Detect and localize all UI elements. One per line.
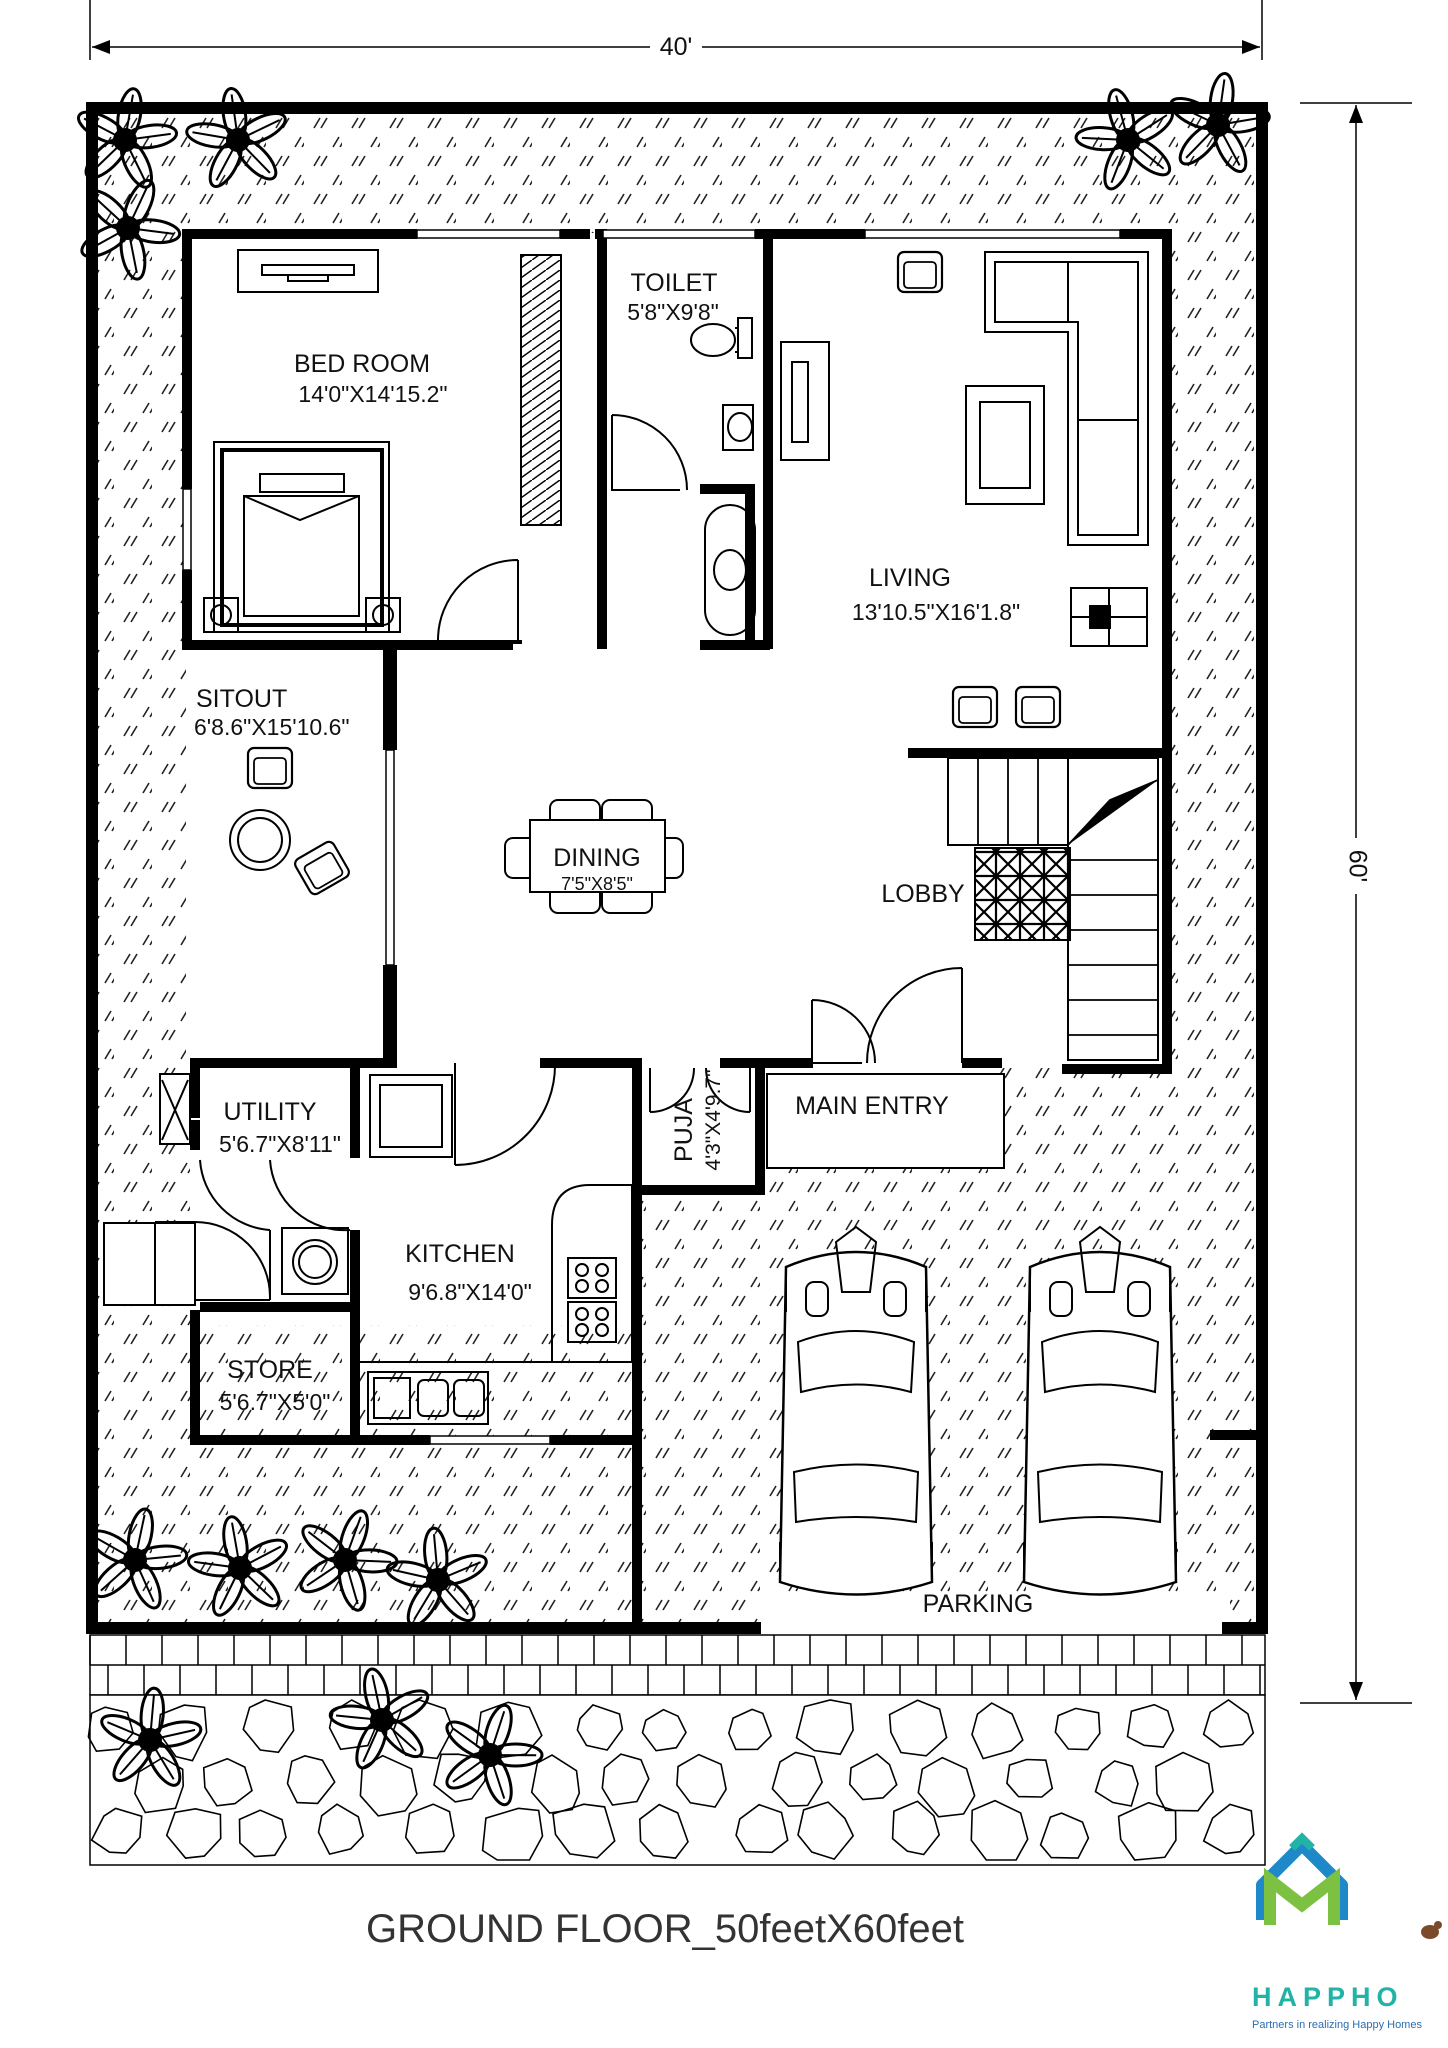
- garden-stone: [1039, 1812, 1090, 1859]
- kitchen-furniture: [281, 1074, 633, 1425]
- staircase: [947, 757, 1159, 1061]
- garden-stone: [641, 1708, 687, 1752]
- toilet-name: TOILET: [630, 269, 717, 297]
- garden-stone: [917, 1756, 976, 1818]
- garden-stone: [87, 1706, 135, 1753]
- garden-stone: [1202, 1699, 1255, 1748]
- house-floor: [186, 233, 1167, 1325]
- dining-name: DINING: [553, 844, 641, 872]
- garden-stone: [735, 1803, 789, 1854]
- garden-stone: [202, 1757, 253, 1807]
- garden-stone: [392, 1699, 454, 1760]
- garden-stone: [771, 1751, 823, 1808]
- main-entry-name: MAIN ENTRY: [795, 1092, 949, 1120]
- garden-stone: [676, 1753, 727, 1808]
- living-size: 13'10.5"X16'1.8": [852, 599, 1020, 625]
- garden-stone: [1094, 1760, 1139, 1807]
- garden-stone: [601, 1753, 650, 1806]
- pavers: [89, 1635, 1261, 1695]
- utility-name: UTILITY: [223, 1098, 316, 1126]
- garden-stone: [1117, 1801, 1177, 1861]
- toilet-fixtures: [690, 317, 756, 636]
- room-labels: BED ROOM 14'0"X14'15.2" TOILET 5'8"X9'8"…: [194, 269, 1033, 1618]
- garden-stone: [404, 1803, 455, 1854]
- width-label: 40': [660, 33, 693, 61]
- dining-size: 7'5"X8'5": [561, 874, 633, 894]
- dimension-height: [1300, 102, 1412, 1704]
- main-entry-steps: [766, 1073, 1005, 1169]
- garden-stone: [727, 1708, 773, 1751]
- bedroom-size: 14'0"X14'15.2": [298, 381, 447, 407]
- garden-stone: [242, 1699, 295, 1754]
- garden-stone: [888, 1699, 948, 1757]
- garden-stone: [317, 1803, 365, 1856]
- paver-strip: [89, 1634, 1266, 1696]
- garden-stone: [552, 1803, 616, 1859]
- garden-stone: [797, 1801, 855, 1861]
- utility-outside: [103, 1073, 196, 1306]
- garden-stone: [1054, 1707, 1101, 1751]
- puja-name: PUJA: [670, 1098, 698, 1162]
- garden-stone: [286, 1755, 336, 1805]
- logo-name: HAPPHO: [1252, 1982, 1404, 2012]
- logo-tagline: Partners in realizing Happy Homes: [1252, 2019, 1422, 2031]
- kitchen-name: KITCHEN: [405, 1240, 515, 1268]
- garden-stone: [638, 1803, 689, 1859]
- tv-unit-bedroom: [237, 249, 379, 293]
- garden-stone: [157, 1704, 208, 1762]
- living-name: LIVING: [869, 564, 951, 592]
- height-label: 60': [1343, 850, 1371, 883]
- happho-logo: HAPPHO Partners in realizing Happy Homes: [1252, 1832, 1442, 2031]
- bedroom-name: BED ROOM: [294, 350, 430, 378]
- garden-stone: [165, 1807, 222, 1859]
- garden-stone: [90, 1807, 143, 1854]
- dining-table: [504, 799, 684, 914]
- stones: [87, 1699, 1255, 1861]
- garden-stone: [971, 1702, 1024, 1760]
- garden-stone: [481, 1807, 544, 1861]
- sitout-size: 6'8.6"X15'10.6": [194, 714, 350, 740]
- wardrobe: [520, 254, 562, 526]
- toilet-size: 5'8"X9'8": [627, 299, 719, 325]
- garden-stone: [1126, 1703, 1175, 1748]
- parking-floor: [760, 1595, 1230, 1630]
- garden-stone: [1006, 1758, 1054, 1798]
- garden-stone: [795, 1699, 854, 1756]
- utility-size: 5'6.7"X8'11": [219, 1131, 341, 1157]
- doors: [155, 414, 963, 1301]
- sitout-furniture: [229, 809, 291, 871]
- garden-stone: [238, 1809, 287, 1858]
- bed: [203, 441, 401, 633]
- store-size: 5'6.7"X5'0": [220, 1389, 331, 1415]
- garden-stone: [891, 1800, 941, 1856]
- garden-stone: [1202, 1803, 1255, 1855]
- garden-stone: [848, 1753, 898, 1801]
- garden-stone: [576, 1703, 624, 1751]
- garden-stone: [970, 1799, 1029, 1861]
- lobby-name: LOBBY: [881, 880, 965, 908]
- garden-stone: [359, 1754, 418, 1817]
- windows: [182, 229, 1121, 1445]
- store-name: STORE: [227, 1356, 313, 1384]
- kitchen-size: 9'6.8"X14'0": [408, 1279, 532, 1305]
- parking-name: PARKING: [923, 1590, 1034, 1618]
- plan-title: GROUND FLOOR_50feetX60feet: [366, 1907, 964, 1951]
- boundary-walls: [86, 102, 1268, 1634]
- living-furniture: [780, 251, 1149, 647]
- dimension-width: [89, 0, 1263, 60]
- sitout-name: SITOUT: [196, 685, 287, 713]
- house-logo-icon: [1256, 1832, 1442, 1939]
- garden-stone: [1155, 1751, 1214, 1812]
- garden-stone: [530, 1754, 581, 1814]
- puja-size: 4'3"X4'9.7": [702, 1069, 725, 1170]
- interior-walls: [182, 229, 1172, 1628]
